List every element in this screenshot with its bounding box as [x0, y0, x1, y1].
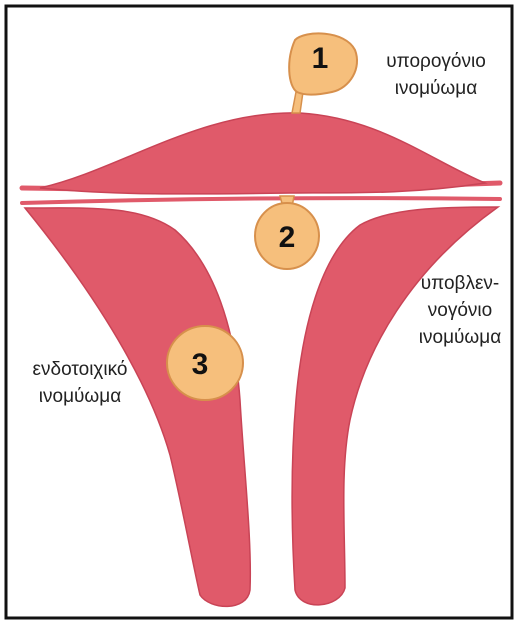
label-line: ινομύωμα: [404, 324, 516, 351]
label-line: υποβλεν-: [404, 270, 516, 297]
label-line: ινομύωμα: [380, 75, 492, 102]
label-intramural-fibroid: ενδοτοιχικό ινομύωμα: [22, 356, 138, 410]
label-line: υπορογόνιο: [380, 48, 492, 75]
label-line: ενδοτοιχικό: [22, 356, 138, 383]
fibroid-3-number: 3: [192, 348, 209, 381]
label-line: ινομύωμα: [22, 383, 138, 410]
fibroid-3-intramural: 3: [167, 326, 243, 400]
fibroid-2-number: 2: [279, 221, 296, 254]
label-line: νογόνιο: [404, 297, 516, 324]
fibroid-1-number: 1: [312, 42, 329, 75]
label-submucosal-fibroid: υποβλεν- νογόνιο ινομύωμα: [404, 270, 516, 351]
label-subserosal-fibroid: υπορογόνιο ινομύωμα: [380, 48, 492, 102]
